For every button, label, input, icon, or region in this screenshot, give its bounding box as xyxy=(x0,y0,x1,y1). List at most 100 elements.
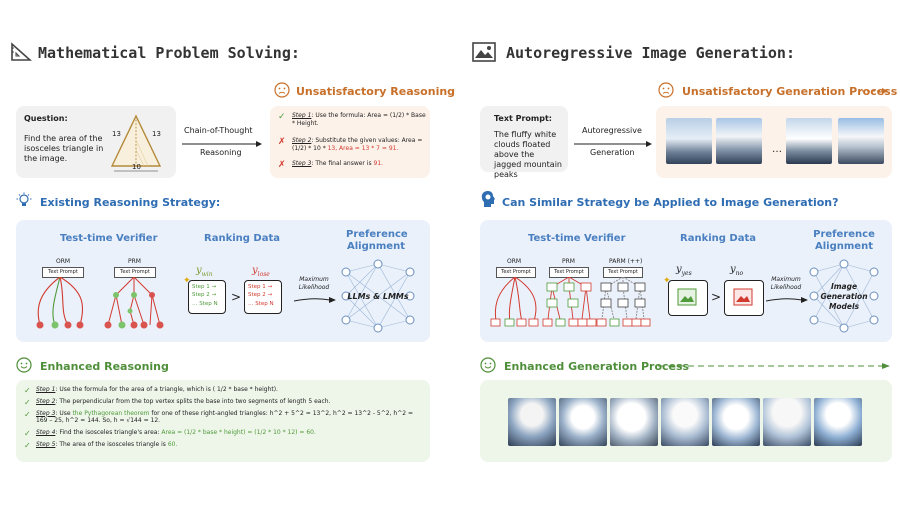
triangle-side-left: 13 xyxy=(112,130,121,138)
enh-image-6 xyxy=(763,398,811,446)
unsat-reasoning-title: Unsatisfactory Reasoning xyxy=(296,85,456,98)
lightbulb-icon xyxy=(16,192,32,206)
triangle-base: 10 xyxy=(132,163,141,171)
ml-label: Maximum Likelihood xyxy=(298,276,330,291)
unsat-step-2: ✗ Step 2: Substitute the given values: A… xyxy=(278,137,423,152)
unsat-generation-title: Unsatisfactory Generation Process xyxy=(682,85,898,98)
y-lose-label: ylose xyxy=(252,265,270,278)
igm-label: Image Generation Models xyxy=(820,282,868,312)
arrow-right-icon xyxy=(294,297,336,303)
r-neural-net-graphic xyxy=(809,259,879,333)
image-icon xyxy=(733,288,753,306)
unsat-reasoning-box xyxy=(270,106,430,178)
question-label: Question: xyxy=(24,114,68,123)
enhanced-steps: ✓Step 1: Use the formula for the area of… xyxy=(24,386,424,450)
arrow-right-icon xyxy=(862,88,888,94)
enh-image-1 xyxy=(508,398,556,446)
gen-image-1 xyxy=(666,118,712,164)
prompt-label: Text Prompt: xyxy=(494,114,552,123)
r-parm-label: PARM (++) xyxy=(609,258,643,265)
prm-tree xyxy=(104,277,164,329)
ruler-triangle-icon xyxy=(11,42,32,61)
enh-image-5 xyxy=(712,398,760,446)
pref-title: Preference Alignment xyxy=(346,229,408,252)
smile-face-icon xyxy=(16,357,32,373)
left-section-title: Mathematical Problem Solving: xyxy=(38,44,300,62)
cross-icon: ✗ xyxy=(278,137,286,147)
enh-step-4: ✓Step 4: Find the isosceles triangle's a… xyxy=(24,429,316,439)
sparkle-icon: ✦ xyxy=(183,276,191,286)
enh-step-5: ✓Step 5: The area of the isosceles trian… xyxy=(24,440,178,450)
enh-image-4 xyxy=(661,398,709,446)
r-prm-label: PRM xyxy=(562,258,575,265)
orm-tree xyxy=(36,277,84,329)
smile-face-icon xyxy=(480,357,496,373)
image-icon xyxy=(472,42,496,62)
enh-step-3: ✓Step 3: Use the Pythagorean theorem for… xyxy=(24,409,413,425)
head-bulb-icon xyxy=(481,191,495,207)
r-gt-sign: > xyxy=(711,290,722,304)
prompt-box xyxy=(480,106,568,172)
check-icon: ✓ xyxy=(24,386,31,395)
r-verifier-title: Test-time Verifier xyxy=(528,233,626,244)
enh-step-1: ✓Step 1: Use the formula for the area of… xyxy=(24,386,278,395)
verifier-title: Test-time Verifier xyxy=(60,233,158,244)
lose-bubble: Step 1 →Step 2 →… Step N xyxy=(244,280,282,314)
llm-label: LLMs & LMMs xyxy=(347,292,409,301)
enh-image-3 xyxy=(610,398,658,446)
orm-label: ORM xyxy=(56,258,71,265)
enh-image-7 xyxy=(814,398,862,446)
triangle-side-right: 13 xyxy=(152,130,161,138)
ar-arrow-bottom-label: Generation xyxy=(590,148,635,157)
no-bubble xyxy=(724,280,764,316)
sparkle-icon: ✦ xyxy=(663,276,671,286)
neural-net-graphic xyxy=(341,259,415,333)
arrow-right-icon xyxy=(658,363,890,369)
r-orm-tree xyxy=(490,277,539,327)
enh-step-2: ✓Step 2: The perpendicular from the top … xyxy=(24,397,331,407)
y-no-label: yno xyxy=(730,264,744,277)
check-icon: ✓ xyxy=(24,397,31,407)
gen-image-2 xyxy=(716,118,762,164)
check-icon: ✓ xyxy=(24,429,31,439)
arrow-right-icon xyxy=(574,141,652,147)
cot-arrow-bottom-label: Reasoning xyxy=(200,148,242,157)
check-icon: ✓ xyxy=(24,409,31,419)
arrow-right-icon xyxy=(182,141,262,147)
r-ranking-title: Ranking Data xyxy=(680,233,756,244)
orm-text-prompt: Text Prompt xyxy=(42,267,84,278)
r-ml-label: Maximum Likelihood xyxy=(770,276,802,291)
r-parm-tree xyxy=(596,277,651,327)
gen-image-3 xyxy=(786,118,832,164)
question-text: Find the area of the isosceles triangle … xyxy=(24,134,104,163)
r-prm-tree xyxy=(542,277,597,327)
image-icon xyxy=(677,288,697,306)
y-yes-label: yyes xyxy=(676,264,692,277)
sad-face-icon xyxy=(274,82,290,98)
right-section-title: Autoregressive Image Generation: xyxy=(506,44,795,62)
unsat-step-1: ✓ Step 1: Use the formula: Area = (1/2) … xyxy=(278,112,426,127)
gt-sign: > xyxy=(231,290,242,304)
y-win-label: ywin xyxy=(196,265,213,278)
similar-strategy-title: Can Similar Strategy be Applied to Image… xyxy=(502,196,839,209)
enhanced-reasoning-title: Enhanced Reasoning xyxy=(40,360,169,373)
enh-image-2 xyxy=(559,398,607,446)
enhanced-reasoning-box xyxy=(16,380,430,462)
check-icon: ✓ xyxy=(24,440,31,450)
r-orm-label: ORM xyxy=(507,258,522,265)
existing-strategy-title: Existing Reasoning Strategy: xyxy=(40,196,221,209)
sad-face-icon xyxy=(658,82,674,98)
arrow-right-icon xyxy=(766,297,808,303)
cross-icon: ✗ xyxy=(278,160,286,170)
gen-image-4 xyxy=(838,118,884,164)
triangle-figure xyxy=(110,114,162,172)
ranking-title: Ranking Data xyxy=(204,233,280,244)
enhanced-generation-title: Enhanced Generation Process xyxy=(504,360,690,373)
ar-arrow-top-label: Autoregressive xyxy=(582,126,642,135)
r-pref-title: Preference Alignment xyxy=(813,229,875,252)
gen-ellipsis: … xyxy=(772,144,782,155)
check-icon: ✓ xyxy=(278,112,286,122)
cot-arrow-top-label: Chain-of-Thought xyxy=(184,126,253,135)
prompt-text: The fluffy white clouds floated above th… xyxy=(494,130,562,179)
prm-label: PRM xyxy=(128,258,141,265)
